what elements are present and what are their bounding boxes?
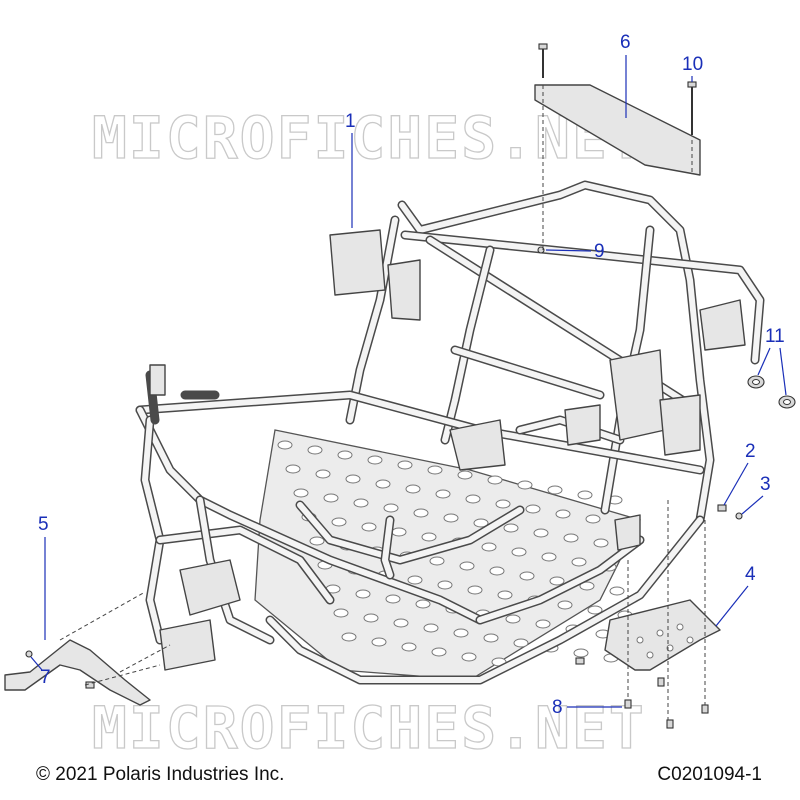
floor-hole — [483, 633, 499, 643]
floor-hole — [563, 533, 579, 543]
floor-hole — [579, 581, 595, 591]
floor-hole — [443, 513, 459, 523]
floor-hole — [367, 455, 383, 465]
part-11-nuts — [747, 375, 796, 409]
floor-hole — [315, 469, 331, 479]
part-6-rear-bracket — [534, 43, 701, 176]
floor-hole — [427, 465, 443, 475]
callout-5: 5 — [38, 514, 49, 535]
floor-hole — [405, 484, 421, 494]
floor-hole — [465, 494, 481, 504]
floor-hole — [421, 532, 437, 542]
floor-hole — [525, 504, 541, 514]
floor-hole — [277, 440, 293, 450]
floor-hole — [511, 547, 527, 557]
floor-hole — [407, 575, 423, 585]
callout-11: 11 — [765, 326, 785, 347]
callout-4: 4 — [745, 564, 756, 585]
callout-6: 6 — [620, 32, 631, 53]
floor-hole — [341, 632, 357, 642]
floor-hole — [481, 542, 497, 552]
hardware-fasteners — [25, 246, 743, 729]
floor-hole — [517, 480, 533, 490]
floor-hole — [333, 608, 349, 618]
floor-hole — [415, 599, 431, 609]
floor-hole — [385, 594, 401, 604]
floor-hole — [497, 590, 513, 600]
floor-hole — [397, 460, 413, 470]
floor-hole — [413, 508, 429, 518]
floor-hole — [519, 571, 535, 581]
chassis-frame — [135, 180, 765, 685]
floor-hole — [457, 470, 473, 480]
floor-hole — [453, 628, 469, 638]
watermark-top: MICROFICHES.NET — [92, 104, 646, 172]
floor-hole — [361, 522, 377, 532]
floor-hole — [467, 585, 483, 595]
callout-10: 10 — [682, 54, 703, 75]
callouts: 1 2 3 4 5 6 7 8 9 10 11 — [30, 32, 787, 718]
callout-2: 2 — [745, 441, 756, 462]
floor-hole — [513, 638, 529, 648]
floor-hole — [557, 600, 573, 610]
floor-hole — [459, 561, 475, 571]
floor-hole — [331, 517, 347, 527]
floor-hole — [487, 475, 503, 485]
floor-hole — [549, 576, 565, 586]
floor-hole — [587, 605, 603, 615]
floor-hole — [571, 557, 587, 567]
floor-hole — [461, 652, 477, 662]
assembly-lines — [59, 85, 706, 720]
floor-hole — [383, 503, 399, 513]
floor-hole — [309, 536, 325, 546]
floor-hole — [593, 538, 609, 548]
floor-hole — [353, 498, 369, 508]
floor-hole — [371, 637, 387, 647]
diagram-id: C0201094-1 — [657, 764, 762, 785]
copyright-text: © 2021 Polaris Industries Inc. — [36, 764, 285, 785]
floor-hole — [363, 613, 379, 623]
floor-hole — [429, 556, 445, 566]
part-4-skid-plate — [604, 599, 721, 671]
floor-hole — [375, 479, 391, 489]
floor-hole — [585, 514, 601, 524]
mounting-brackets — [149, 229, 746, 671]
callout-8: 8 — [552, 697, 563, 718]
floor-hole — [547, 485, 563, 495]
floor-hole — [345, 474, 361, 484]
floor-hole — [293, 488, 309, 498]
floor-hole — [535, 619, 551, 629]
floor-hole — [285, 464, 301, 474]
floor-hole — [505, 614, 521, 624]
watermark-bottom: MICROFICHES.NET — [92, 694, 646, 762]
floor-hole — [489, 566, 505, 576]
callout-9: 9 — [594, 241, 605, 262]
floor-hole — [473, 518, 489, 528]
floor-hole — [431, 647, 447, 657]
floor-hole — [437, 580, 453, 590]
floor-hole — [393, 618, 409, 628]
floor-hole — [391, 527, 407, 537]
floor-hole — [495, 499, 511, 509]
floor-hole — [307, 445, 323, 455]
floor-hole — [337, 450, 353, 460]
floor-hole — [541, 552, 557, 562]
floor-hole — [533, 528, 549, 538]
floor-hole — [423, 623, 439, 633]
callout-1: 1 — [345, 111, 356, 132]
floor-hole — [435, 489, 451, 499]
floor-hole — [555, 509, 571, 519]
part-5-front-bracket — [4, 639, 151, 706]
floor-hole — [609, 586, 625, 596]
floor-hole — [323, 493, 339, 503]
callout-7: 7 — [40, 667, 51, 688]
part-10-bolt — [687, 81, 697, 135]
floor-hole — [503, 523, 519, 533]
floor-hole — [577, 490, 593, 500]
floor-hole — [401, 642, 417, 652]
floor-hole — [573, 648, 589, 658]
callout-3: 3 — [760, 474, 771, 495]
floor-hole — [355, 589, 371, 599]
